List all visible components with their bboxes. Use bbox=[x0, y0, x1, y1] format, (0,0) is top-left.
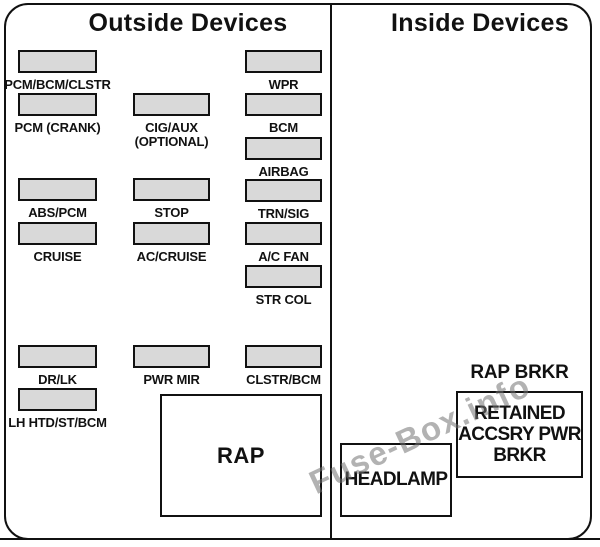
outside-devices-title: Outside Devices bbox=[88, 9, 288, 37]
retained-accsry-pwr-brkr-box: RETAINED ACCSRY PWR BRKR bbox=[456, 391, 583, 478]
fuse-str-col-label: STR COL bbox=[255, 292, 312, 307]
fuse-abs-pcm-label: ABS/PCM bbox=[28, 205, 87, 220]
inside-devices-title: Inside Devices bbox=[391, 9, 569, 37]
fuse-pcm-crank: PCM (CRANK) bbox=[15, 93, 101, 135]
fuse-ac-cruise-label: AC/CRUISE bbox=[136, 249, 207, 264]
fuse-bcm-slot bbox=[245, 93, 322, 116]
fuse-airbag-label: AIRBAG bbox=[258, 164, 309, 179]
fuse-airbag: AIRBAG bbox=[245, 137, 322, 179]
fuse-stop-slot bbox=[133, 178, 210, 201]
headlamp-breaker-label: HEADLAMP bbox=[344, 469, 448, 490]
fuse-wpr: WPR bbox=[245, 50, 322, 92]
fuse-pwr-mir: PWR MIR bbox=[133, 345, 210, 387]
retained-accsry-pwr-brkr-label: RETAINED ACCSRY PWR BRKR bbox=[458, 403, 581, 466]
rap-relay-box: RAP bbox=[160, 394, 322, 517]
fuse-clstr-bcm: CLSTR/BCM bbox=[245, 345, 322, 387]
fuse-wpr-label: WPR bbox=[268, 77, 299, 92]
fuse-bcm: BCM bbox=[245, 93, 322, 135]
fuse-cruise: CRUISE bbox=[18, 222, 97, 264]
fuse-ac-fan: A/C FAN bbox=[245, 222, 322, 264]
fuse-trn-sig-label: TRN/SIG bbox=[257, 206, 310, 221]
fuse-ac-fan-slot bbox=[245, 222, 322, 245]
fuse-lh-htd-st-bcm-label: LH HTD/ST/BCM bbox=[8, 415, 107, 430]
fuse-trn-sig-slot bbox=[245, 179, 322, 202]
fuse-pcm-crank-slot bbox=[18, 93, 97, 116]
fuse-abs-pcm-slot bbox=[18, 178, 97, 201]
fuse-pwr-mir-label: PWR MIR bbox=[143, 372, 200, 387]
fuse-str-col: STR COL bbox=[245, 265, 322, 307]
rap-brkr-caption: RAP BRKR bbox=[470, 362, 569, 383]
fuse-cig-aux: CIG/AUX (OPTIONAL) bbox=[133, 93, 210, 149]
fuse-cruise-slot bbox=[18, 222, 97, 245]
fuse-str-col-slot bbox=[245, 265, 322, 288]
fuse-stop: STOP bbox=[133, 178, 210, 220]
fuse-dr-lk-slot bbox=[18, 345, 97, 368]
fuse-ac-cruise: AC/CRUISE bbox=[133, 222, 210, 264]
fuse-lh-htd-st-bcm-slot bbox=[18, 388, 97, 411]
fuse-pcm-bcm-clstr-label: PCM/BCM/CLSTR bbox=[4, 77, 111, 92]
fuse-wpr-slot bbox=[245, 50, 322, 73]
fuse-cruise-label: CRUISE bbox=[33, 249, 82, 264]
fuse-lh-htd-st-bcm: LH HTD/ST/BCM bbox=[8, 388, 107, 430]
fuse-pwr-mir-slot bbox=[133, 345, 210, 368]
fuse-dr-lk-label: DR/LK bbox=[38, 372, 77, 387]
fuse-pcm-bcm-clstr-slot bbox=[18, 50, 97, 73]
fuse-clstr-bcm-label: CLSTR/BCM bbox=[246, 372, 321, 387]
fuse-stop-label: STOP bbox=[154, 205, 189, 220]
fuse-pcm-crank-label: PCM (CRANK) bbox=[14, 120, 101, 135]
fuse-abs-pcm: ABS/PCM bbox=[18, 178, 97, 220]
fuse-bcm-label: BCM bbox=[268, 120, 298, 135]
fuse-cig-aux-label: CIG/AUX (OPTIONAL) bbox=[134, 120, 209, 149]
fuse-clstr-bcm-slot bbox=[245, 345, 322, 368]
fuse-trn-sig: TRN/SIG bbox=[245, 179, 322, 221]
fuse-pcm-bcm-clstr: PCM/BCM/CLSTR bbox=[4, 50, 111, 92]
fuse-ac-cruise-slot bbox=[133, 222, 210, 245]
fuse-cig-aux-slot bbox=[133, 93, 210, 116]
fuse-dr-lk: DR/LK bbox=[18, 345, 97, 387]
headlamp-breaker-box: HEADLAMP bbox=[340, 443, 452, 517]
fuse-ac-fan-label: A/C FAN bbox=[258, 249, 309, 264]
rap-relay-label: RAP bbox=[217, 442, 265, 468]
panel-divider-line bbox=[330, 4, 332, 539]
fuse-airbag-slot bbox=[245, 137, 322, 160]
